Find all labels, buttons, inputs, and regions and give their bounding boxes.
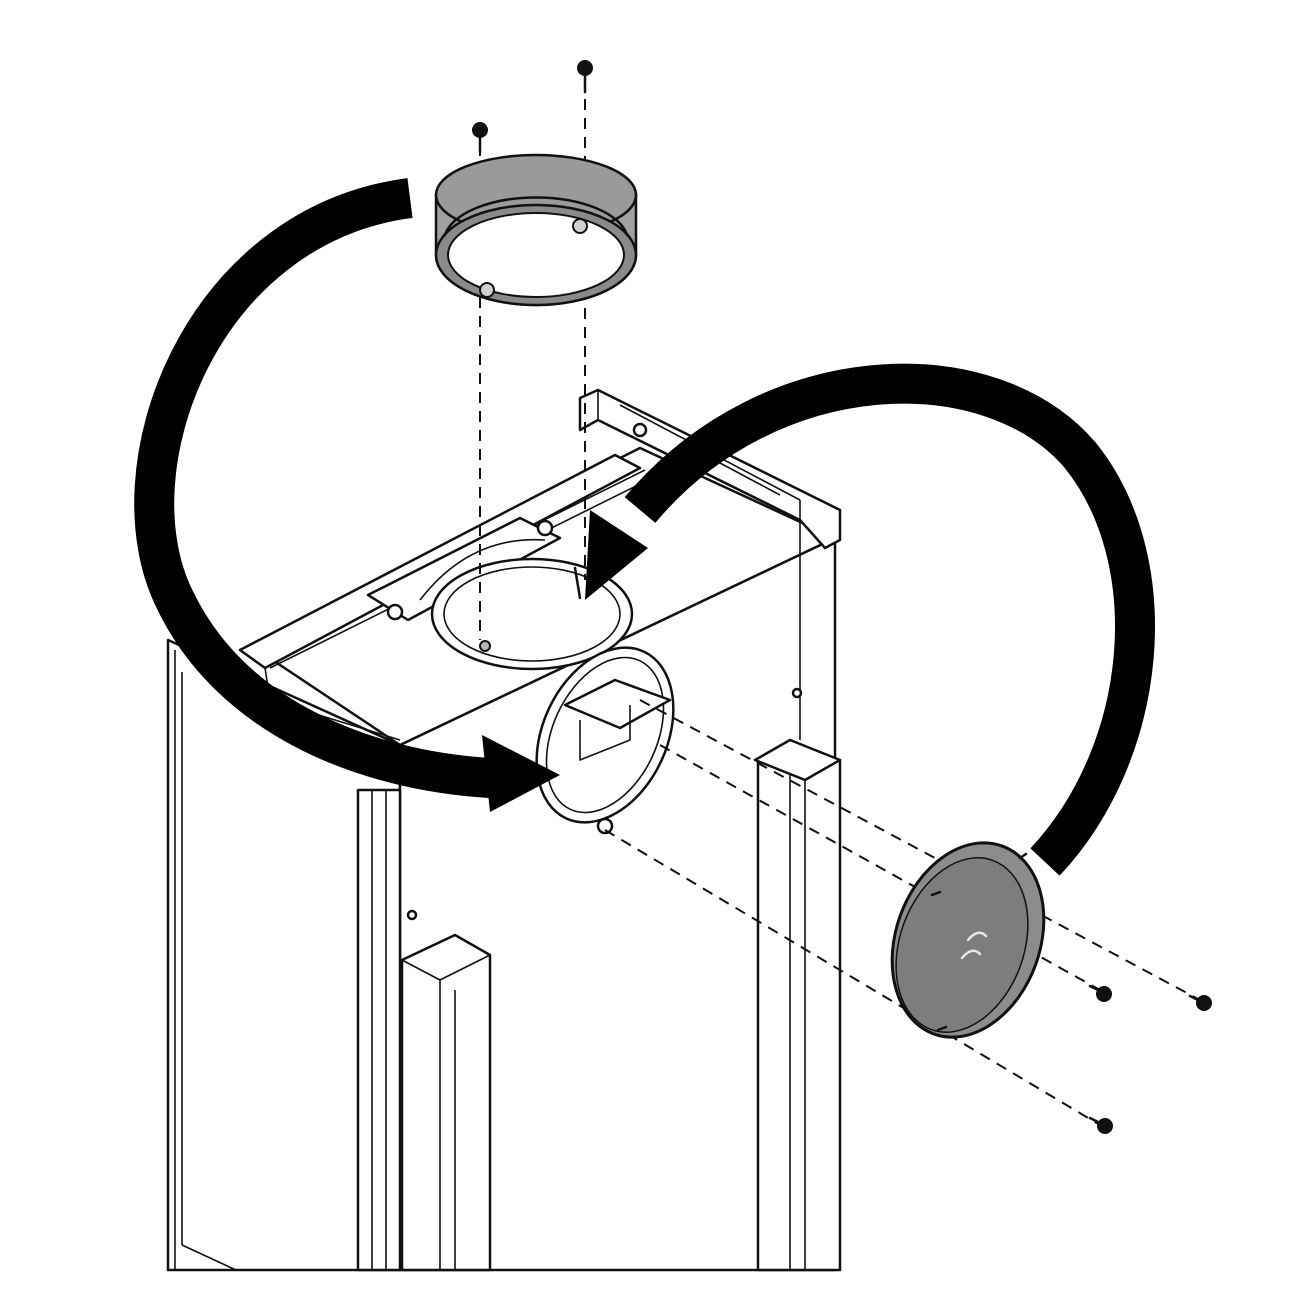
screw-top-2 bbox=[472, 122, 488, 154]
top-flue-opening bbox=[419, 538, 634, 671]
arrow-right-head bbox=[585, 510, 648, 600]
appliance-body bbox=[166, 388, 842, 1272]
rear-flue-ring bbox=[535, 646, 675, 835]
left-frame-post bbox=[356, 788, 402, 1272]
rail-nut bbox=[632, 422, 648, 438]
bracket-nut bbox=[536, 519, 554, 537]
arrow-left-curve bbox=[134, 178, 492, 798]
screw-rear-1 bbox=[1088, 984, 1112, 1002]
screws bbox=[472, 60, 1212, 1134]
screw-rear-3 bbox=[1088, 1116, 1113, 1134]
bracket-nut-2 bbox=[386, 603, 404, 621]
screw-top-1 bbox=[577, 60, 593, 94]
arrow-right-curve bbox=[624, 363, 1155, 876]
arrow-left-head bbox=[482, 735, 560, 812]
swap-arrows bbox=[134, 178, 1155, 876]
ring-screw-head bbox=[596, 817, 614, 835]
blanking-plate bbox=[890, 841, 1046, 1039]
screw-rear-2 bbox=[1188, 994, 1212, 1011]
right-frame-post bbox=[756, 758, 842, 1272]
flue-collar bbox=[434, 153, 638, 307]
inner-bottom-box bbox=[400, 933, 492, 1272]
